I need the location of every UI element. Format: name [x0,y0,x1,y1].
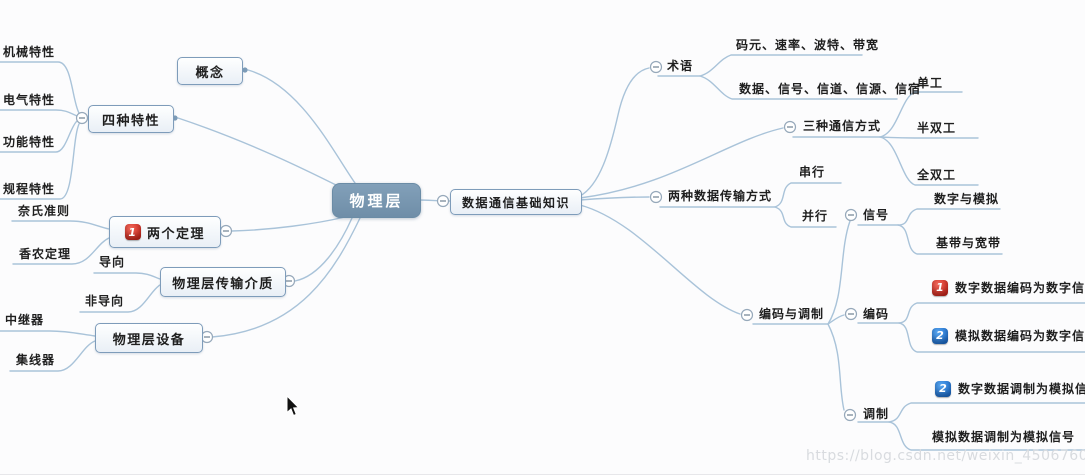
central-topic-physical-layer[interactable]: 物理层 [332,183,421,218]
topic-two-theorems-label: 两个定理 [146,226,205,242]
topic-physical-layer-devices[interactable]: 物理层设备 [95,323,203,353]
topic-unguided[interactable]: 非导向 [85,294,125,308]
priority-badge-1: 1 [932,279,948,296]
topic-mechanical-characteristic[interactable]: 机械特性 [3,45,56,59]
topic-digital-data-to-analog-signal[interactable]: 2 数字数据调制为模拟信号 [935,380,1085,397]
topic-signal[interactable]: 信号 [863,208,890,222]
topic-four-characteristics[interactable]: 四种特性 [88,105,174,133]
topic-three-communication-modes[interactable]: 三种通信方式 [803,119,882,133]
topic-shannon-theorem[interactable]: 香农定理 [19,247,72,261]
topic-full-duplex[interactable]: 全双工 [917,168,957,182]
csdn-watermark: https://blog.csdn.net/weixin_45067603 [806,448,1085,464]
priority-badge-1: 1 [124,224,141,240]
priority-badge-2: 2 [935,380,951,397]
collapse-button[interactable] [282,274,296,288]
collapse-button[interactable] [740,308,754,322]
mouse-cursor [286,396,300,417]
topic-serial[interactable]: 串行 [799,165,826,179]
topic-procedural-characteristic[interactable]: 规程特性 [3,182,56,196]
topic-data-signal-channel-source-sink[interactable]: 数据、信号、信道、信源、信宿 [739,82,922,96]
topic-two-transmission-modes[interactable]: 两种数据传输方式 [668,189,773,203]
collapse-button[interactable] [649,60,663,74]
topic-encoding-and-modulation[interactable]: 编码与调制 [759,307,825,321]
topic-nyquist-criterion[interactable]: 奈氏准则 [18,204,71,218]
collapse-button[interactable] [844,307,858,321]
topic-repeater[interactable]: 中继器 [5,313,45,327]
topic-simplex[interactable]: 单工 [917,76,944,90]
topic-parallel[interactable]: 并行 [802,209,829,223]
collapse-button[interactable] [844,208,858,222]
topic-encoding[interactable]: 编码 [863,307,890,321]
topic-concept[interactable]: 概念 [177,57,243,85]
priority-badge-2: 2 [932,327,948,344]
topic-analog-data-to-digital-signal[interactable]: 2 模拟数据编码为数字信号 [932,327,1085,344]
collapse-button[interactable] [75,111,89,125]
topic-data-communication-basics[interactable]: 数据通信基础知识 [450,189,582,215]
branch-curves [0,54,1085,451]
topic-half-duplex[interactable]: 半双工 [917,121,957,135]
topic-transmission-media[interactable]: 物理层传输介质 [160,267,286,297]
collapse-button[interactable] [649,190,663,204]
topic-electrical-characteristic[interactable]: 电气特性 [3,93,56,107]
collapse-button[interactable] [436,194,450,208]
collapse-button[interactable] [783,120,797,134]
collapse-button[interactable] [200,330,214,344]
topic-guided[interactable]: 导向 [99,255,126,269]
topic-analog-data-to-analog-signal[interactable]: 模拟数据调制为模拟信号 [932,430,1076,444]
topic-terminology[interactable]: 术语 [667,59,694,73]
topic-hub[interactable]: 集线器 [16,353,56,367]
topic-code-element-rate-baud-bandwidth[interactable]: 码元、速率、波特、带宽 [736,38,880,52]
topic-modulation[interactable]: 调制 [863,407,890,421]
collapse-button[interactable] [843,408,857,422]
anchor-dot [242,67,248,73]
topic-functional-characteristic[interactable]: 功能特性 [3,135,56,149]
collapse-button[interactable] [219,224,233,238]
topic-digital-and-analog[interactable]: 数字与模拟 [934,192,1000,206]
topic-digital-data-to-digital-signal[interactable]: 1 数字数据编码为数字信号 [932,279,1085,296]
topic-two-theorems[interactable]: 1 两个定理 [109,216,221,248]
topic-baseband-and-broadband[interactable]: 基带与宽带 [936,236,1002,250]
